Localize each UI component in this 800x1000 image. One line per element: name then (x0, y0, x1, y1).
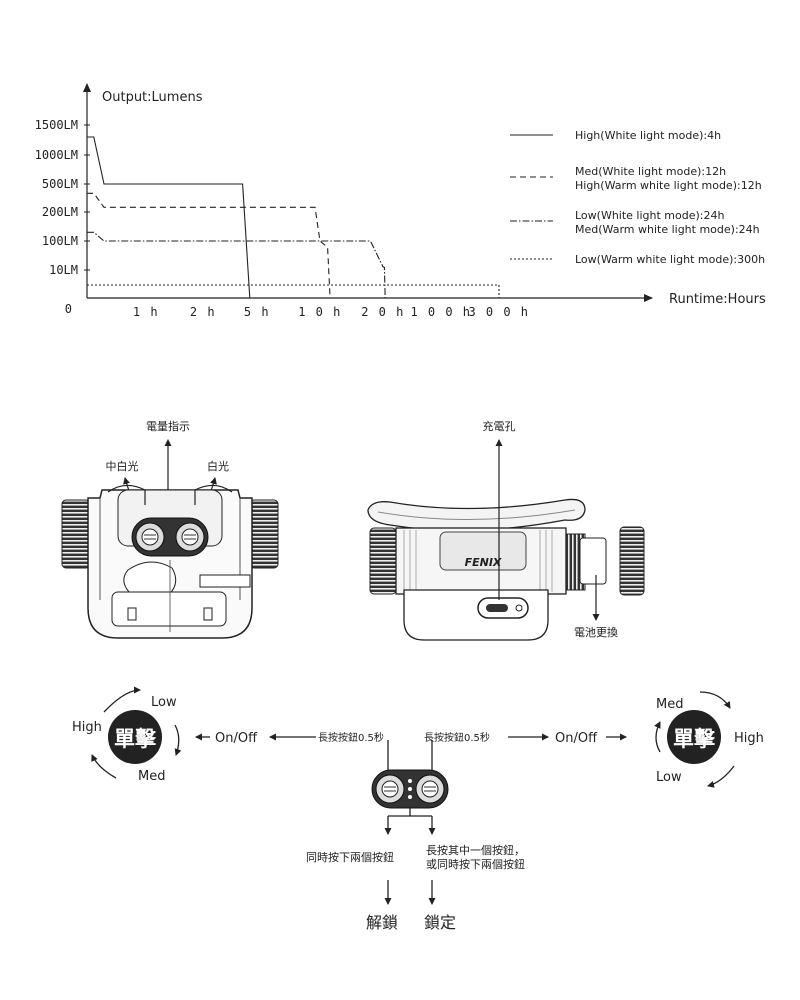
dual-button-icon (371, 769, 449, 809)
y-tick-label: 1000LM (35, 148, 78, 162)
y-tick-label: 200LM (42, 205, 78, 219)
cycle-arrow-right-left (654, 721, 661, 753)
right-knob (249, 499, 279, 569)
series-line (87, 192, 331, 299)
y-tick-label: 10LM (49, 263, 78, 277)
lock-label: 鎖定 (424, 913, 456, 932)
click-badge-right (667, 710, 721, 764)
brand-logo: FENIX (465, 556, 502, 569)
both-press-label: 同時按下兩個按鈕 (306, 850, 394, 864)
click-badge-left (108, 710, 162, 764)
y-tick-label: 100LM (42, 234, 78, 248)
mode-med-left: Med (138, 769, 165, 784)
x-tick-label: 1 0 h (298, 305, 342, 319)
cycle-arrow-right-top (699, 691, 731, 709)
legend-entry: High(White light mode):4h (575, 129, 721, 142)
x-tick-labels: 1 h 2 h 5 h 1 0 h 2 0 h 1 0 0 h3 0 0 h (133, 305, 529, 319)
mode-diagram: 單擊 Low High Med On/Off 長按按鈕0.5秒 長按按鈕0.5秒… (72, 686, 764, 932)
legend-entry: Low(White light mode):24h (575, 209, 725, 222)
onoff-left: On/Off (215, 731, 258, 746)
y-axis-label: Output:Lumens (102, 90, 203, 105)
charging-port-label: 充電孔 (483, 419, 516, 433)
legend-entry: Med(Warm white light mode):24h (575, 223, 760, 236)
series-lines (87, 136, 500, 299)
x-tick-label: 1 h (133, 305, 159, 319)
mid-white-label: 中白光 (106, 459, 139, 473)
cycle-arrow-left-right (174, 724, 182, 756)
headlamp-front-view: 電量指示 中白光 白光 (61, 419, 279, 639)
cycle-arrow-right-bottom (707, 765, 735, 788)
x-tick-label: 1 0 0 h (410, 305, 471, 319)
press-left: 長按按鈕0.5秒 (318, 731, 384, 744)
click-label-right: 單擊 (673, 727, 716, 751)
mode-low-left: Low (151, 695, 177, 710)
battery-indicator-label: 電量指示 (146, 419, 190, 433)
x-tick-label: 3 0 0 h (468, 305, 529, 319)
headlamp-side-view: 充電孔 FENIX 電池更換 (367, 419, 645, 641)
onoff-right: On/Off (555, 731, 598, 746)
mode-low-right: Low (656, 770, 682, 785)
series-line (87, 231, 386, 299)
series-line (87, 284, 500, 298)
x-axis-label: Runtime:Hours (669, 292, 766, 307)
legend-entry: Med(White light mode):12h (575, 165, 726, 178)
white-label: 白光 (207, 459, 229, 473)
mode-high-right: High (734, 731, 764, 746)
runtime-chart: Output:Lumens Runtime:Hours 0 10LM 100LM 20… (35, 83, 766, 319)
cycle-arrow-left-bottom (91, 754, 117, 779)
cycle-arrow-left-top (103, 686, 141, 713)
y-tick-label: 500LM (42, 177, 78, 191)
y-tick-labels: 0 10LM 100LM 200LM 500LM 1000LM 1500LM (35, 118, 90, 316)
press-right: 長按按鈕0.5秒 (424, 731, 490, 744)
legend-entry: High(Warm white light mode):12h (575, 179, 762, 192)
battery-replace-label: 電池更換 (574, 626, 618, 639)
mode-high-left: High (72, 720, 102, 735)
y-tick-label: 0 (65, 302, 72, 316)
long-press-line-1: 長按其中一個按鈕， (426, 843, 525, 857)
long-press-line-2: 或同時按下兩個按鈕 (426, 857, 525, 871)
unlock-label: 解鎖 (366, 913, 398, 932)
x-tick-label: 2 h (190, 305, 216, 319)
y-tick-label: 1500LM (35, 118, 78, 132)
x-tick-label: 5 h (244, 305, 270, 319)
left-knob (61, 499, 91, 569)
x-tick-label: 2 0 h (361, 305, 405, 319)
mode-med-right: Med (656, 697, 683, 712)
click-label-left: 單擊 (114, 727, 157, 751)
legend-entry: Low(Warm white light mode):300h (575, 253, 765, 266)
series-line (87, 136, 251, 299)
